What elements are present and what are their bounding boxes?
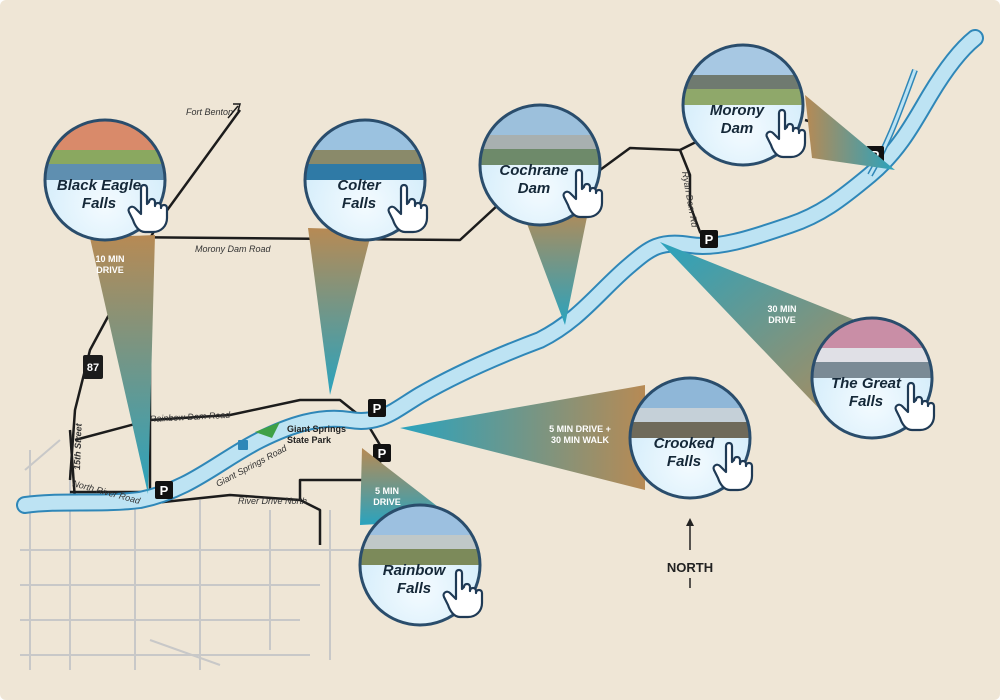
falls-title-black-eagle-1: Black Eagle bbox=[57, 177, 141, 194]
falls-title-cochrane-1: Cochrane bbox=[499, 162, 568, 179]
north-label: NORTH bbox=[667, 560, 713, 575]
falls-title-rainbow-1: Rainbow bbox=[383, 562, 447, 579]
drive-time-rainbow-2: DRIVE bbox=[373, 497, 401, 507]
falls-title-colter-2: Falls bbox=[342, 195, 376, 212]
arrow-icon bbox=[233, 103, 241, 112]
falls-title-great-falls-1: The Great bbox=[831, 375, 902, 392]
pointer-hand-icon bbox=[894, 381, 936, 432]
label-15th-street: 15th Street bbox=[72, 422, 84, 470]
parking-rainbow: P bbox=[373, 444, 391, 462]
city-streets bbox=[20, 439, 360, 670]
parking-colter: P bbox=[368, 399, 386, 417]
svg-text:87: 87 bbox=[87, 362, 99, 374]
svg-text:P: P bbox=[378, 446, 387, 461]
pointer-hand-icon bbox=[127, 183, 169, 234]
cone-colter bbox=[308, 228, 372, 395]
park-icon bbox=[238, 440, 248, 450]
falls-title-cochrane-2: Dam bbox=[518, 180, 551, 197]
drive-time-crooked-1: 5 MIN DRIVE + bbox=[549, 424, 611, 434]
falls-title-crooked-1: Crooked bbox=[654, 435, 716, 452]
label-rainbow-dam-road: Rainbow Dam Road bbox=[150, 410, 232, 424]
label-river-drive-north: River Drive North bbox=[238, 496, 307, 506]
drive-time-black-eagle-1: 10 MIN bbox=[95, 254, 124, 264]
drive-time-crooked-2: 30 MIN WALK bbox=[551, 435, 610, 445]
pointer-hand-icon bbox=[442, 568, 484, 619]
drive-time-rainbow-1: 5 MIN bbox=[375, 486, 399, 496]
park-label-line1: Giant Springs bbox=[287, 424, 346, 434]
park-label-line2: State Park bbox=[287, 435, 332, 445]
falls-title-morony-1: Morony bbox=[710, 102, 765, 119]
pointer-hand-icon bbox=[562, 168, 604, 219]
pointer-hand-icon bbox=[712, 441, 754, 492]
svg-text:P: P bbox=[705, 232, 714, 247]
label-fort-benton: Fort Benton bbox=[186, 107, 233, 117]
drive-time-black-eagle-2: DRIVE bbox=[96, 265, 124, 275]
cone-black-eagle bbox=[90, 235, 155, 494]
falls-title-rainbow-2: Falls bbox=[397, 580, 431, 597]
falls-title-great-falls-2: Falls bbox=[849, 393, 883, 410]
cone-crooked bbox=[400, 385, 645, 490]
north-arrow-icon bbox=[686, 518, 694, 588]
drive-time-great-falls-1: 30 MIN bbox=[767, 304, 796, 314]
giant-springs-park bbox=[255, 422, 280, 438]
label-morony-dam-road: Morony Dam Road bbox=[195, 244, 272, 254]
highway-87-shield: 87 bbox=[83, 355, 103, 379]
pointer-hand-icon bbox=[387, 183, 429, 234]
falls-title-morony-2: Dam bbox=[721, 120, 754, 137]
parking-black-eagle: P bbox=[155, 481, 173, 499]
cone-cochrane bbox=[520, 205, 588, 325]
parking-cochrane: P bbox=[700, 230, 718, 248]
cone-morony bbox=[805, 95, 895, 170]
drive-time-great-falls-2: DRIVE bbox=[768, 315, 796, 325]
svg-text:P: P bbox=[373, 401, 382, 416]
falls-title-black-eagle-2: Falls bbox=[82, 195, 116, 212]
svg-text:P: P bbox=[160, 483, 169, 498]
pointer-hand-icon bbox=[765, 108, 807, 159]
falls-title-crooked-2: Falls bbox=[667, 453, 701, 470]
falls-title-colter-1: Colter bbox=[337, 177, 382, 194]
